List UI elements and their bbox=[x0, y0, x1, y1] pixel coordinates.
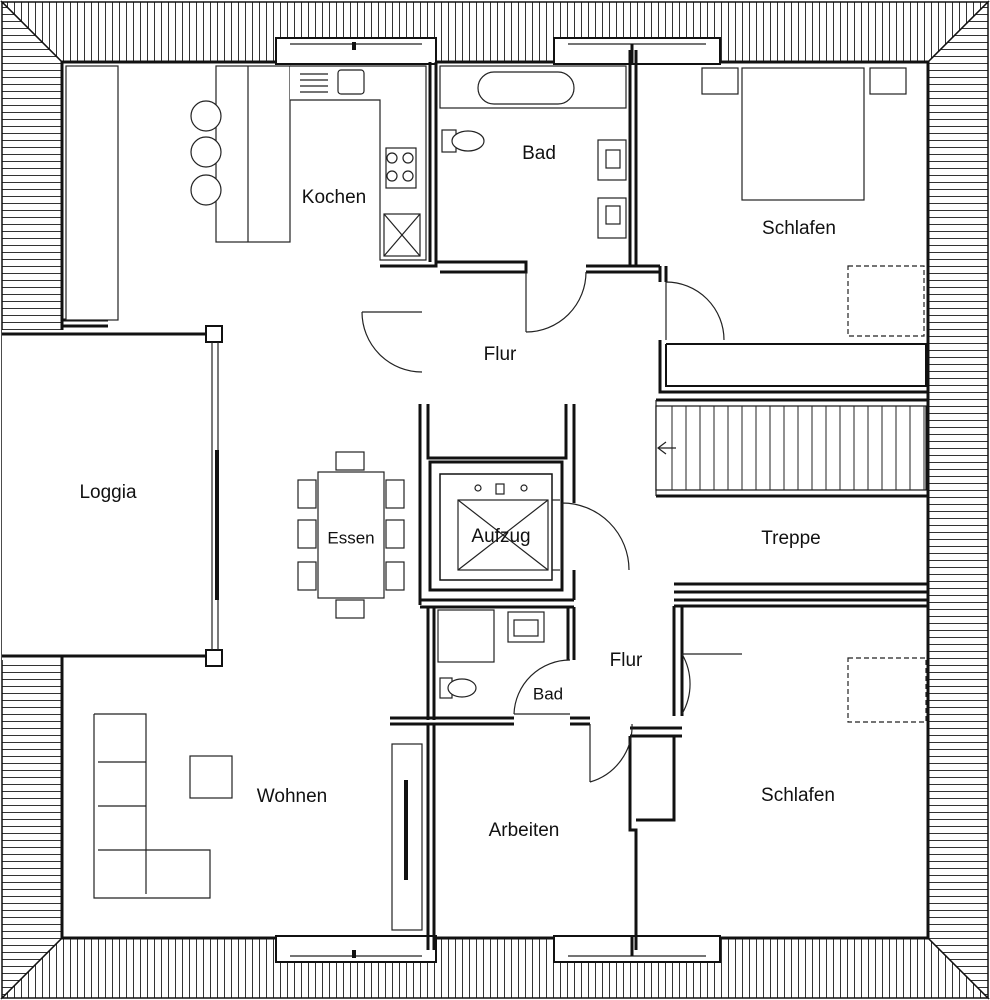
room-label-schlafen-top: Schlafen bbox=[762, 218, 836, 239]
room-label-schlafen-bottom: Schlafen bbox=[761, 785, 835, 806]
doors bbox=[361, 271, 742, 783]
loggia-area bbox=[2, 325, 223, 667]
room-label-aufzug: Aufzug bbox=[471, 526, 530, 547]
sink-icon bbox=[300, 69, 365, 95]
kitchen-furniture bbox=[65, 65, 427, 321]
sofa-icon bbox=[93, 713, 211, 899]
coffee-table-icon bbox=[189, 755, 233, 799]
fridge-icon bbox=[383, 213, 421, 257]
room-label-treppe: Treppe bbox=[761, 528, 821, 549]
room-label-flur-bottom: Flur bbox=[610, 650, 643, 671]
cooktop-icon bbox=[385, 147, 417, 189]
stair-arrow-icon bbox=[657, 441, 676, 455]
room-label-bad-top: Bad bbox=[522, 143, 556, 164]
toilet-icon bbox=[441, 129, 485, 153]
sideboard-icon bbox=[391, 743, 423, 931]
bed-icon bbox=[701, 67, 907, 201]
interior-walls bbox=[62, 50, 928, 950]
room-label-bad-bottom: Bad bbox=[533, 684, 563, 703]
elevator-icon bbox=[457, 483, 560, 571]
wardrobe-bottom bbox=[847, 657, 927, 723]
toilet-icon bbox=[439, 677, 477, 699]
room-label-flur-top: Flur bbox=[484, 344, 517, 365]
room-labels: Kochen Bad Schlafen Flur Loggia Essen Au… bbox=[79, 143, 836, 841]
wardrobe-top bbox=[847, 265, 925, 337]
room-label-kochen: Kochen bbox=[302, 187, 366, 208]
dining-table-icon bbox=[297, 451, 405, 619]
staircase bbox=[655, 405, 927, 491]
room-label-essen: Essen bbox=[327, 528, 374, 547]
room-label-loggia: Loggia bbox=[79, 482, 136, 503]
room-label-arbeiten: Arbeiten bbox=[489, 820, 560, 841]
bath-bottom-furniture bbox=[437, 609, 545, 699]
bath-top-furniture bbox=[439, 65, 627, 239]
room-label-wohnen: Wohnen bbox=[257, 786, 327, 807]
